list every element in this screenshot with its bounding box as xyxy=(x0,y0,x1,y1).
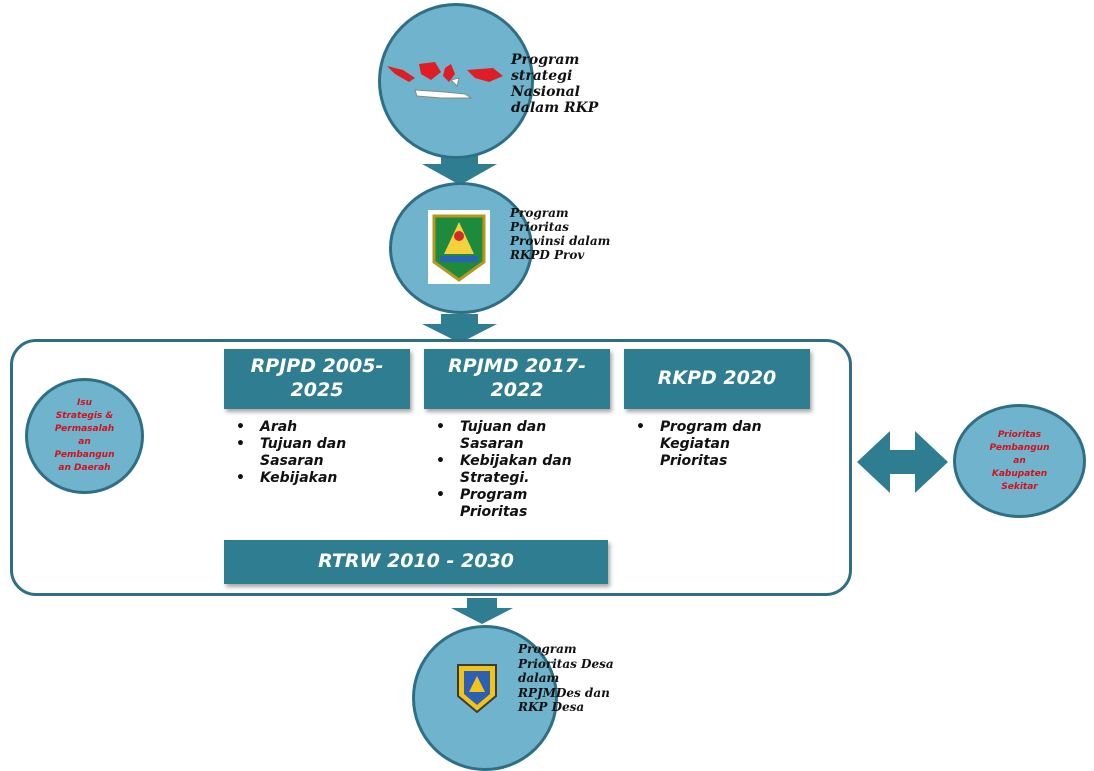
double-arrow-right xyxy=(857,431,948,493)
list-item: Program Prioritas xyxy=(434,487,574,521)
list-item: Tujuan dan Sasaran xyxy=(234,436,384,470)
rtrw-header: RTRW 2010 - 2030 xyxy=(224,540,608,584)
arrow-province-to-box xyxy=(422,314,497,343)
rkpd-header: RKPD 2020 xyxy=(624,349,810,409)
rkpd-list: Program dan Kegiatan Prioritas xyxy=(634,419,784,470)
province-label: Program Prioritas Provinsi dalam RKPD Pr… xyxy=(510,206,611,262)
rpjpd-list: Arah Tujuan dan Sasaran Kebijakan xyxy=(234,419,384,487)
list-item: Arah xyxy=(234,419,384,436)
list-item: Kebijakan dan Strategi. xyxy=(434,453,574,487)
list-item: Program dan Kegiatan Prioritas xyxy=(634,419,784,470)
right-neighbour-circle: Prioritas Pembangun an Kabupaten Sekitar xyxy=(953,404,1086,518)
indonesia-map-icon xyxy=(387,62,503,99)
desa-label: Program Prioritas Desa dalam RPJMDes dan… xyxy=(518,642,614,714)
national-label: Program strategi Nasional dalam RKP xyxy=(511,52,599,117)
left-issues-label: Isu Strategis & Permasalah an Pembangun … xyxy=(54,398,115,473)
kabupaten-emblem-icon xyxy=(457,664,497,714)
list-item: Kebijakan xyxy=(234,470,384,487)
rpjpd-header: RPJPD 2005-2025 xyxy=(224,349,410,409)
arrow-box-to-desa xyxy=(451,598,513,624)
rpjmd-header: RPJMD 2017-2022 xyxy=(424,349,610,409)
central-java-emblem-icon xyxy=(428,210,490,284)
list-item: Tujuan dan Sasaran xyxy=(434,419,574,453)
right-neighbour-label: Prioritas Pembangun an Kabupaten Sekitar xyxy=(989,429,1050,492)
arrow-national-to-province xyxy=(422,151,497,185)
rpjmd-list: Tujuan dan Sasaran Kebijakan dan Strateg… xyxy=(434,419,574,521)
left-issues-circle: Isu Strategis & Permasalah an Pembangun … xyxy=(25,378,144,494)
